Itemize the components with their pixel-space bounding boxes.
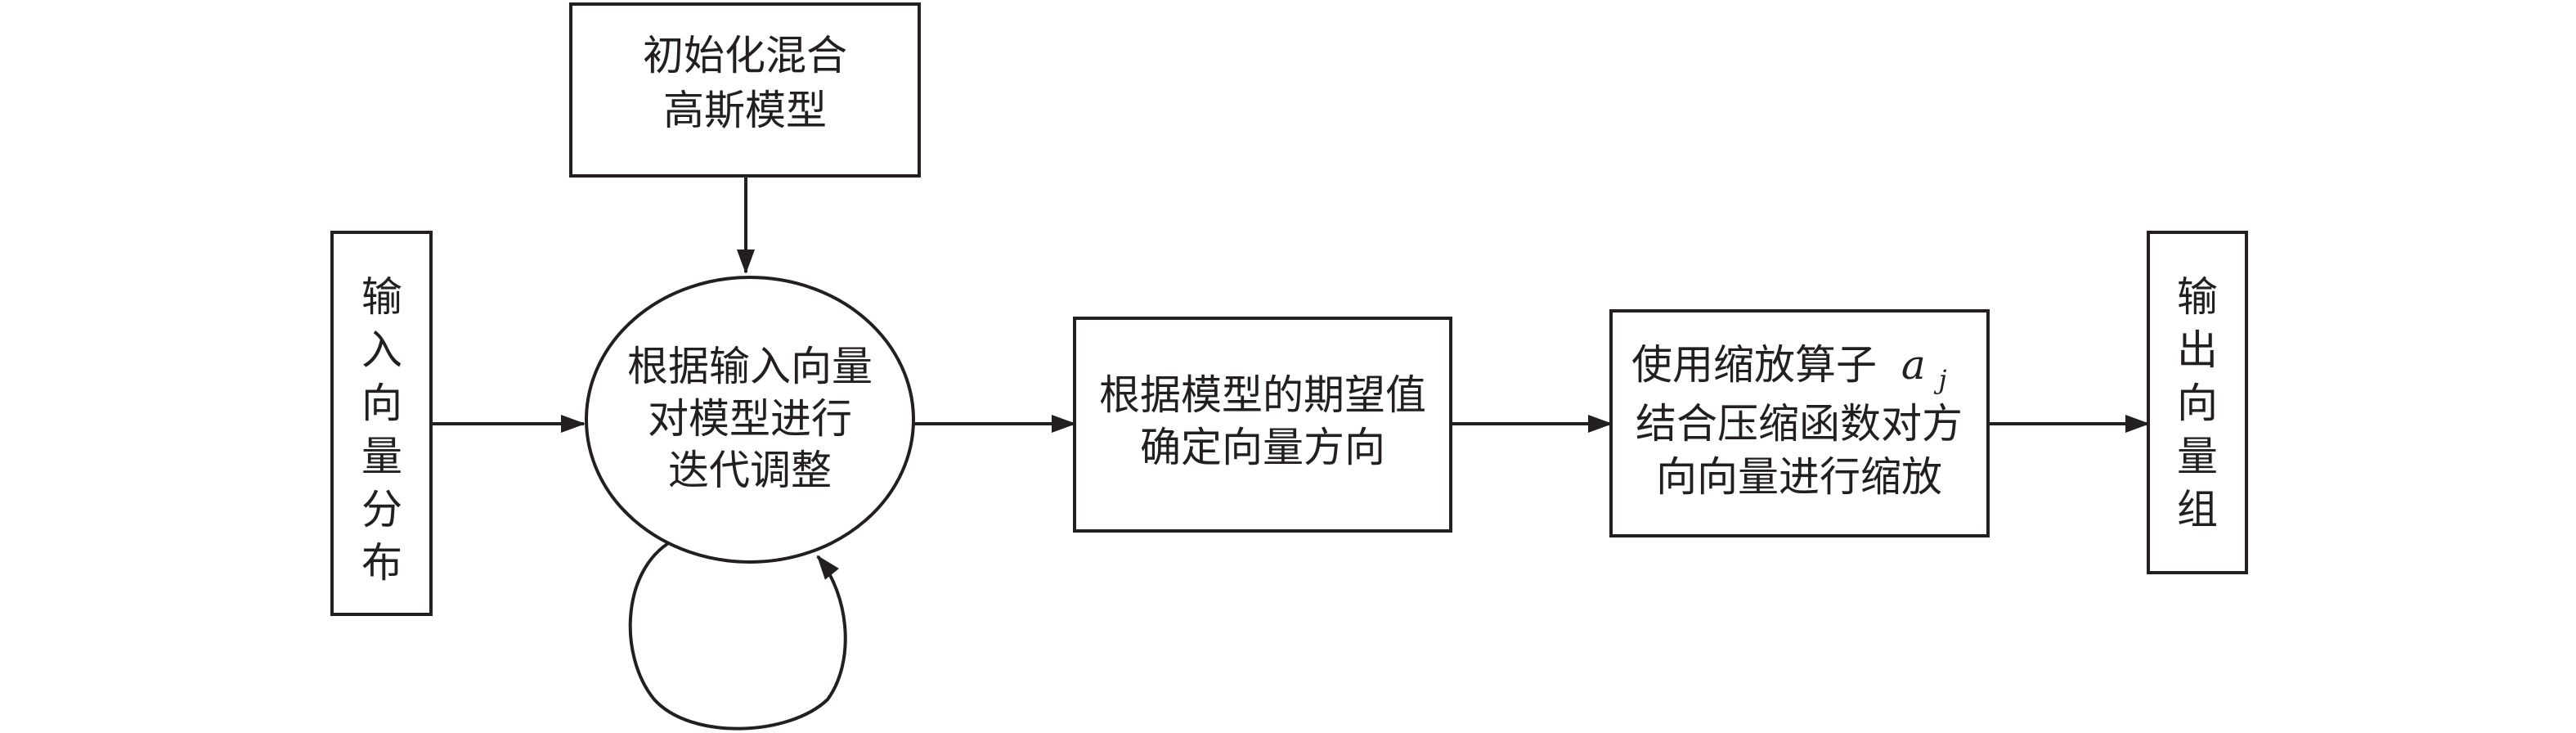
scale-operator-symbol: a <box>1901 341 1926 389</box>
node-iterate-model: 根据输入向量 对模型进行 迭代调整 <box>585 276 915 564</box>
input-char-1: 输 <box>361 273 402 321</box>
node-vector-scaling: 使用缩放算子 a j 结合压缩函数对方 向向量进行缩放 <box>1609 309 1990 537</box>
output-char-1: 输 <box>2177 273 2218 321</box>
input-char-2: 入 <box>361 326 402 374</box>
output-char-3: 向 <box>2177 380 2218 427</box>
input-char-4: 量 <box>361 433 402 480</box>
scale-line-1: 使用缩放算子 a j <box>1631 341 1947 395</box>
scale-line-1-text: 使用缩放算子 <box>1631 341 1877 389</box>
node-init-gmm: 初始化混合 高斯模型 <box>569 2 921 178</box>
scale-line-2: 结合压缩函数对方 <box>1636 400 1963 447</box>
init-line-2: 高斯模型 <box>663 87 827 134</box>
input-char-6: 布 <box>361 539 402 587</box>
input-char-3: 向 <box>361 380 402 427</box>
output-char-5: 组 <box>2177 486 2218 533</box>
node-vector-direction: 根据模型的期望值 确定向量方向 <box>1073 317 1452 533</box>
output-char-2: 出 <box>2177 326 2218 374</box>
node-input-distribution: 输 入 向 量 分 布 <box>330 231 433 616</box>
iterate-line-3: 迭代调整 <box>668 447 832 494</box>
direction-line-1: 根据模型的期望值 <box>1099 371 1426 419</box>
scale-line-3: 向向量进行缩放 <box>1656 453 1942 501</box>
edge-iterate-self-loop <box>628 537 847 731</box>
init-line-1: 初始化混合 <box>643 32 847 79</box>
output-char-4: 量 <box>2177 433 2218 480</box>
direction-line-2: 确定向量方向 <box>1140 424 1385 471</box>
iterate-line-1: 根据输入向量 <box>627 343 873 390</box>
edges <box>431 176 2150 731</box>
node-output-vector-group: 输 出 向 量 组 <box>2147 231 2248 574</box>
iterate-line-2: 对模型进行 <box>648 395 852 443</box>
input-char-5: 分 <box>361 486 402 533</box>
